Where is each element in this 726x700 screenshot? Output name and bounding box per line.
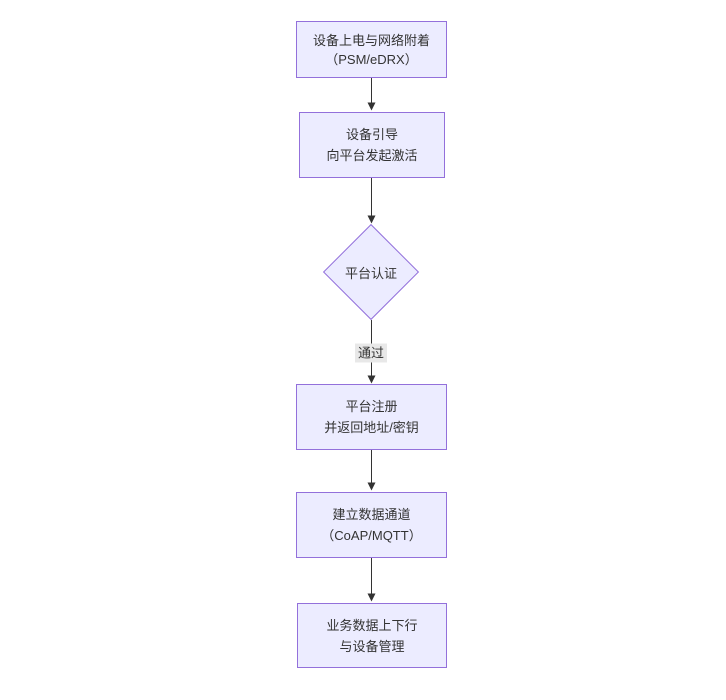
- node-data-channel: 建立数据通道 （CoAP/MQTT）: [296, 492, 447, 558]
- node-business-data-line2: 与设备管理: [339, 638, 405, 654]
- node-power-attach-line2: （PSM/eDRX）: [325, 51, 418, 67]
- node-business-data-line1: 业务数据上下行: [326, 617, 418, 633]
- node-data-channel-line1: 建立数据通道: [332, 507, 411, 522]
- node-platform-auth-label: 平台认证: [344, 265, 397, 281]
- node-platform-register-line1: 平台注册: [345, 399, 398, 414]
- node-boot-activate: 设备引导 向平台发起激活: [299, 112, 445, 178]
- edge-label-pass: 通过: [354, 343, 388, 363]
- node-power-attach: 设备上电与网络附着 （PSM/eDRX）: [296, 21, 447, 78]
- node-platform-register: 平台注册 并返回地址/密钥: [296, 384, 447, 450]
- node-business-data: 业务数据上下行 与设备管理: [297, 603, 447, 668]
- node-platform-auth: 平台认证: [322, 223, 420, 321]
- node-boot-activate-line1: 设备引导: [345, 127, 398, 142]
- node-boot-activate-line2: 向平台发起激活: [326, 148, 418, 163]
- node-data-channel-line2: （CoAP/MQTT）: [321, 528, 422, 543]
- node-platform-register-line2: 并返回地址/密钥: [324, 420, 419, 435]
- node-power-attach-line1: 设备上电与网络附着: [312, 32, 430, 48]
